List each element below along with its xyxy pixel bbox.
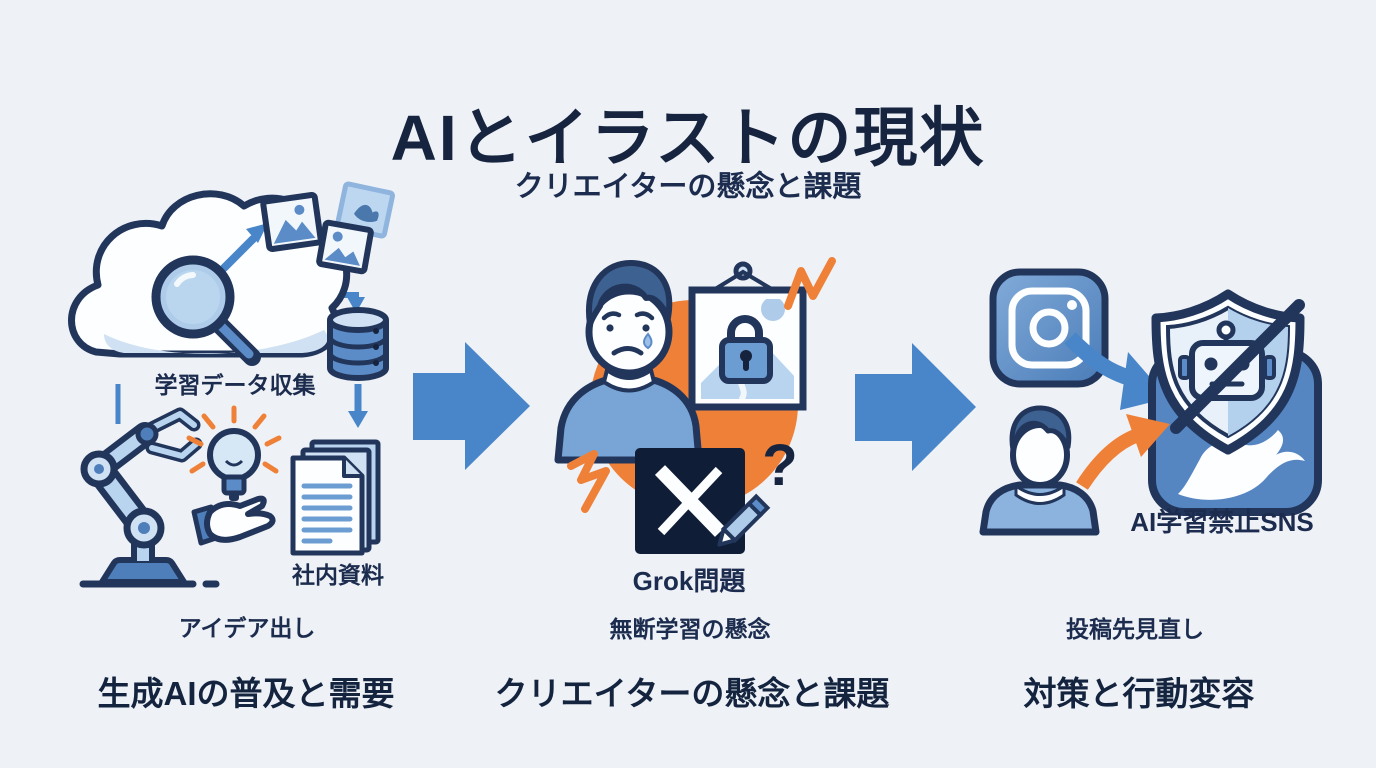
label-grok-issue: Grok問題	[632, 566, 746, 596]
instagram-icon	[989, 268, 1109, 388]
worried-person-icon	[554, 259, 703, 464]
caption-concerns: クリエイターの懸念と課題	[494, 675, 890, 712]
pencil-icon	[717, 493, 771, 547]
bird-icon	[1178, 430, 1305, 500]
label-internal-documents: 社内資料	[292, 562, 384, 588]
no-slash-icon	[1170, 299, 1305, 434]
label-data-collection: 学習データ収集	[154, 372, 316, 398]
question-mark: ?	[762, 433, 798, 498]
documents-icon	[290, 439, 381, 556]
database-icon	[327, 307, 389, 381]
page-subtitle: クリエイターの懸念と課題	[514, 171, 862, 203]
x-logo-icon	[635, 448, 745, 554]
block-arrow-2	[855, 343, 976, 471]
upload-arrow-icon	[220, 223, 268, 272]
page-title: AIとイラストの現状	[390, 101, 986, 174]
hand-icon	[191, 495, 276, 546]
lightbulb-icon	[186, 405, 282, 501]
caption-actions: 対策と行動変容	[1023, 675, 1255, 712]
lock-icon	[719, 315, 773, 384]
label-unauthorized-learning: 無断学習の懸念	[609, 616, 771, 642]
label-no-ai-training-sns: AI学習禁止SNS	[1130, 507, 1314, 537]
magnifier-icon	[151, 255, 261, 366]
photo-thumbnails-icon	[260, 181, 395, 275]
spark-zigzag-left-icon	[567, 450, 610, 513]
caption-generation: 生成AIの普及と需要	[97, 675, 395, 712]
framed-artwork-icon	[688, 261, 807, 411]
block-arrow-1	[413, 342, 530, 470]
label-review-posting: 投稿先見直し	[1066, 616, 1204, 642]
spark-zigzag-top-icon	[784, 257, 836, 310]
person-icon	[979, 405, 1100, 536]
robot-arm-icon	[79, 407, 220, 588]
label-ideation: アイデア出し	[178, 615, 316, 641]
redirect-arrow-icon	[1076, 414, 1170, 490]
